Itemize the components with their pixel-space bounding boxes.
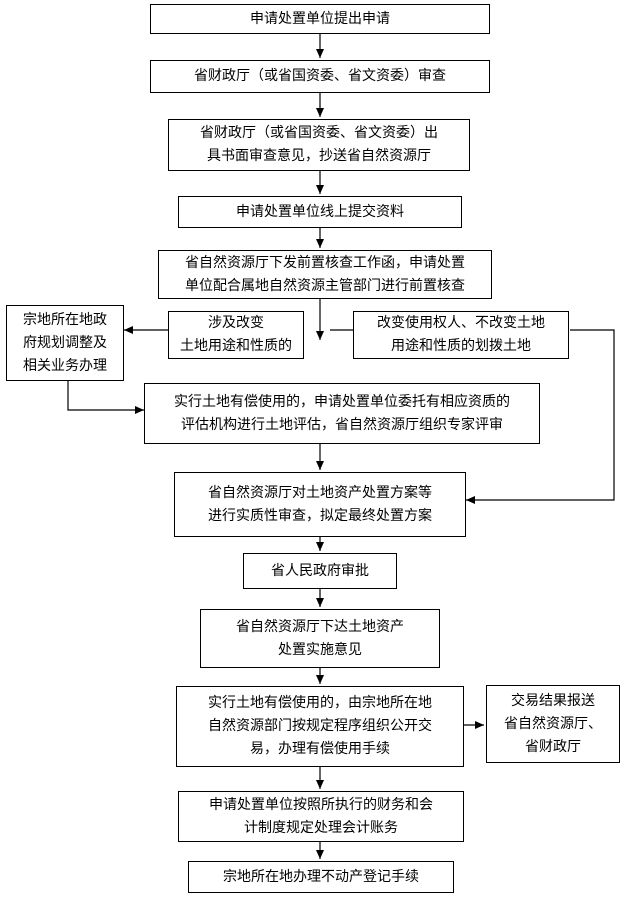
step-submit-online-label: 申请处置单位线上提交资料 (236, 203, 404, 220)
step-apply: 申请处置单位提出申请 (150, 4, 490, 34)
step-accounting-label: 申请处置单位按照所执行的财务和会 计制度规定处理会计账务 (209, 796, 433, 836)
side-local-planning-label: 宗地所在地政 府规划调整及 相关业务办理 (23, 311, 107, 374)
step-registration-label: 宗地所在地办理不动产登记手续 (223, 868, 419, 885)
step-public-transaction-label: 实行土地有偿使用的，由宗地所在地 自然资源部门按规定程序组织公开交 易，办理有偿… (208, 695, 432, 757)
side-local-planning: 宗地所在地政 府规划调整及 相关业务办理 (6, 305, 124, 381)
step-finance-review-label: 省财政厅（或省国资委、省文资委）审查 (194, 68, 446, 84)
step-precheck: 省自然资源厅下发前置核查工作函，申请处置 单位配合属地自然资源主管部门进行前置核… (158, 250, 492, 299)
side-report-result: 交易结果报送 省自然资源厅、 省财政厅 (486, 685, 620, 763)
step-land-appraisal-label: 实行土地有偿使用的，申请处置单位委托有相应资质的 评估机构进行土地评估，省自然资… (174, 393, 510, 433)
step-gov-approval-label: 省人民政府审批 (271, 562, 369, 579)
step-gov-approval: 省人民政府审批 (243, 553, 397, 589)
step-precheck-label: 省自然资源厅下发前置核查工作函，申请处置 单位配合属地自然资源主管部门进行前置核… (185, 254, 465, 294)
step-finance-opinion: 省财政厅（或省国资委、省文资委）出 具书面审查意见，抄送省自然资源厅 (168, 119, 470, 171)
step-apply-label: 申请处置单位提出申请 (250, 10, 390, 27)
step-substantive-review-label: 省自然资源厅对土地资产处置方案等 进行实质性审查，拟定最终处置方案 (208, 484, 432, 524)
step-submit-online: 申请处置单位线上提交资料 (178, 196, 462, 228)
step-public-transaction: 实行土地有偿使用的，由宗地所在地 自然资源部门按规定程序组织公开交 易，办理有偿… (176, 686, 464, 767)
branch-change-holder: 改变使用权人、不改变土地 用途和性质的划拨土地 (353, 311, 569, 359)
branch-change-holder-label: 改变使用权人、不改变土地 用途和性质的划拨土地 (377, 315, 545, 354)
step-finance-review: 省财政厅（或省国资委、省文资委）审查 (150, 60, 490, 93)
branch-change-use: 涉及改变 土地用途和性质的 (168, 311, 304, 359)
step-accounting: 申请处置单位按照所执行的财务和会 计制度规定处理会计账务 (178, 791, 464, 842)
side-report-result-label: 交易结果报送 省自然资源厅、 省财政厅 (504, 692, 602, 755)
arrow-branch-right-step7 (466, 329, 615, 504)
branch-change-use-label: 涉及改变 土地用途和性质的 (180, 315, 292, 354)
step-finance-opinion-label: 省财政厅（或省国资委、省文资委）出 具书面审查意见，抄送省自然资源厅 (200, 125, 438, 164)
step-land-appraisal: 实行土地有偿使用的，申请处置单位委托有相应资质的 评估机构进行土地评估，省自然资… (144, 383, 540, 444)
arrow-side-left-step6 (67, 380, 144, 414)
step-registration: 宗地所在地办理不动产登记手续 (188, 861, 454, 893)
step-implementation-opinion-label: 省自然资源厅下达土地资产 处置实施意见 (236, 618, 404, 658)
step-substantive-review: 省自然资源厅对土地资产处置方案等 进行实质性审查，拟定最终处置方案 (174, 472, 466, 537)
step-implementation-opinion: 省自然资源厅下达土地资产 处置实施意见 (200, 609, 440, 668)
